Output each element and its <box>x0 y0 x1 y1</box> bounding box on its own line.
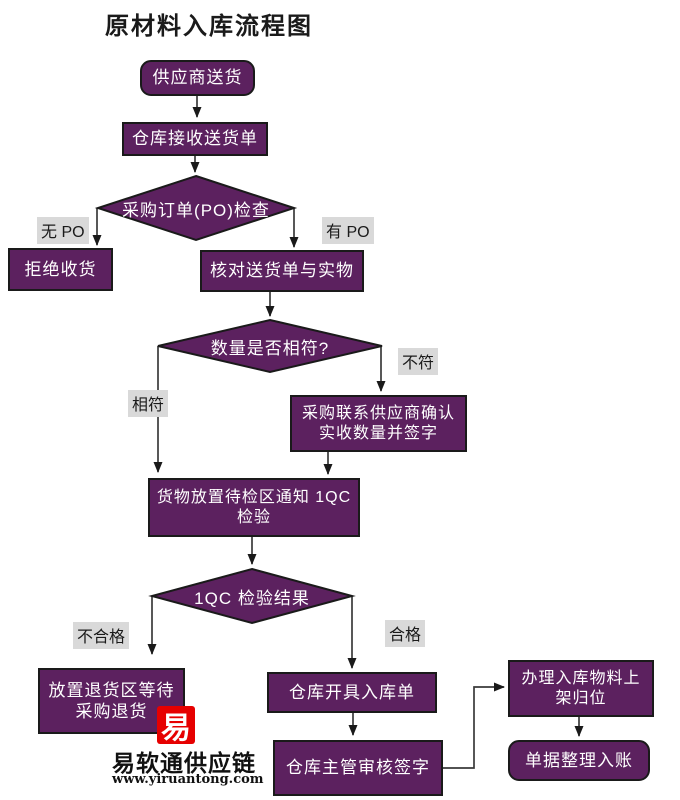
iqc-result-diamond-label: 1QC 检验结果 <box>194 588 310 608</box>
branch-label-mismatch: 不符 <box>398 348 439 375</box>
verify-node-label: 核对送货单与实物 <box>210 261 354 281</box>
contact-supplier-line1: 采购联系供应商确认 <box>301 404 455 422</box>
po-check-diamond <box>94 174 298 242</box>
return-area-line1: 放置退货区等待 <box>48 680 175 700</box>
yiruantong-logo-icon: 易 <box>157 706 195 746</box>
issue-receipt-label: 仓库开具入库单 <box>289 682 415 702</box>
page-title: 原材料入库流程图 <box>105 13 313 40</box>
iqc-result-diamond <box>148 567 356 625</box>
return-area-line2: 采购退货 <box>75 702 148 721</box>
connector-supervisor-to-shelve <box>443 682 505 769</box>
branch-label-fail: 不合格 <box>73 622 130 649</box>
verify-node: 核对送货单与实物 <box>200 250 364 292</box>
branch-label-no-po: 无 PO <box>37 217 89 244</box>
bookkeeping-node: 单据整理入账 <box>508 740 650 781</box>
start-node: 供应商送货 <box>140 60 255 96</box>
issue-receipt-node: 仓库开具入库单 <box>267 672 437 713</box>
shelve-node: 办理入库物料上 架归位 <box>508 660 654 717</box>
receive-note-label: 仓库接收送货单 <box>132 129 258 149</box>
branch-label-pass: 合格 <box>385 620 426 647</box>
shelve-line1: 办理入库物料上 <box>521 669 641 687</box>
reject-node-label: 拒绝收货 <box>24 259 97 279</box>
reject-node: 拒绝收货 <box>8 248 113 291</box>
bookkeeping-label: 单据整理入账 <box>525 750 633 770</box>
start-node-label: 供应商送货 <box>152 68 243 88</box>
qty-match-diamond-label: 数量是否相符? <box>210 338 330 358</box>
supervisor-sign-label: 仓库主管审核签字 <box>286 758 430 778</box>
staging-node: 货物放置待检区通知 1QC 检验 <box>148 478 360 537</box>
po-check-diamond-label: 采购订单(PO)检查 <box>122 200 270 220</box>
contact-supplier-line2: 实收数量并签字 <box>318 424 438 442</box>
logo-website-url: www.yiruantong.com <box>112 772 264 787</box>
qty-match-diamond <box>157 318 383 374</box>
branch-label-has-po: 有 PO <box>322 217 374 244</box>
supervisor-sign-node: 仓库主管审核签字 <box>273 740 443 796</box>
receive-note-node: 仓库接收送货单 <box>122 122 268 156</box>
logo-glyph: 易 <box>161 711 191 746</box>
staging-line1: 货物放置待检区通知 1QC <box>156 488 352 506</box>
shelve-line2: 架归位 <box>555 689 607 707</box>
logo-company-name: 易软通供应链 <box>112 750 256 776</box>
contact-supplier-node: 采购联系供应商确认 实收数量并签字 <box>290 395 467 452</box>
staging-line2: 检验 <box>236 508 271 526</box>
branch-label-match: 相符 <box>128 390 169 417</box>
